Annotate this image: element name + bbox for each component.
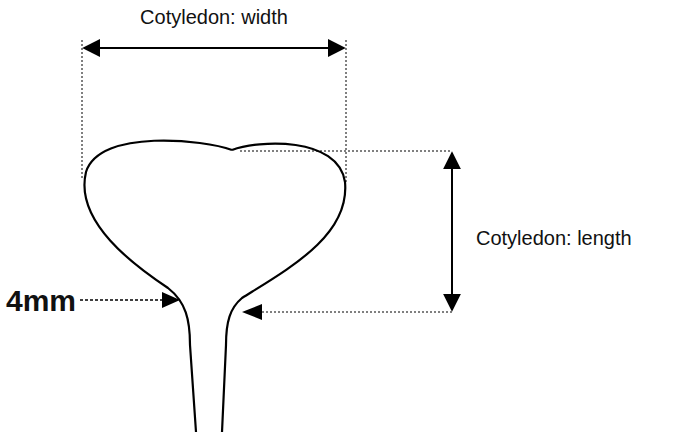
- dimension-value: 4mm: [6, 284, 76, 317]
- length-guide: [240, 151, 452, 152]
- arrowhead: [162, 292, 180, 308]
- width-guide: [82, 40, 83, 178]
- width-arrow: [84, 47, 344, 49]
- cotyledon-outline: [222, 144, 345, 432]
- length-arrow: [451, 153, 453, 310]
- dimension-label: Cotyledon: width: [140, 6, 288, 28]
- length-guide: [258, 312, 452, 313]
- width-guide: [346, 40, 347, 182]
- cotyledon-outline: [84, 141, 232, 432]
- dimension-label: Cotyledon: length: [476, 227, 632, 249]
- pointer-line: [80, 299, 168, 301]
- arrowhead: [242, 304, 262, 320]
